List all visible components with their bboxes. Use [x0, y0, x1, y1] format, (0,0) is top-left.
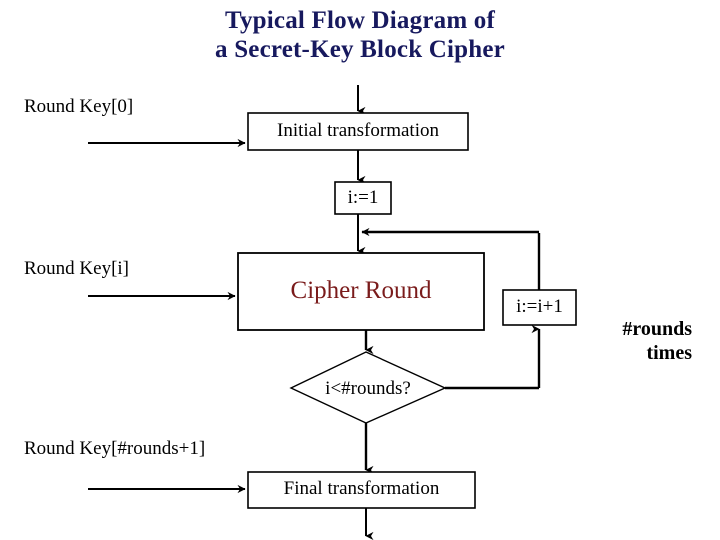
page-title-line-2: a Secret-Key Block Cipher	[215, 36, 505, 63]
label-rounds-times: #rounds times	[560, 317, 692, 365]
label-rounds-times-line-1: #rounds	[622, 318, 692, 340]
node-increment	[502, 289, 577, 326]
node-initial-transformation	[247, 112, 469, 151]
label-round-key-last: Round Key[#rounds+1]	[24, 438, 206, 459]
node-final-transformation	[247, 471, 476, 509]
node-increment-label: i:=i+1	[516, 296, 563, 317]
label-rounds-times-line-2: times	[646, 342, 692, 364]
label-round-key-0: Round Key[0]	[24, 96, 134, 117]
node-cipher-round	[237, 252, 485, 331]
node-decision-label: i<#rounds?	[325, 378, 411, 399]
label-round-key-i: Round Key[i]	[24, 258, 130, 279]
node-initial-transformation-label: Initial transformation	[277, 120, 439, 141]
page-title-line-1: Typical Flow Diagram of	[224, 7, 496, 34]
node-init-counter	[334, 181, 392, 215]
node-init-counter-label: i:=1	[347, 187, 379, 208]
node-final-transformation-label: Final transformation	[283, 478, 440, 499]
page-title: Typical Flow Diagram of a Secret-Key Blo…	[0, 6, 720, 64]
node-cipher-round-label: Cipher Round	[290, 277, 432, 304]
